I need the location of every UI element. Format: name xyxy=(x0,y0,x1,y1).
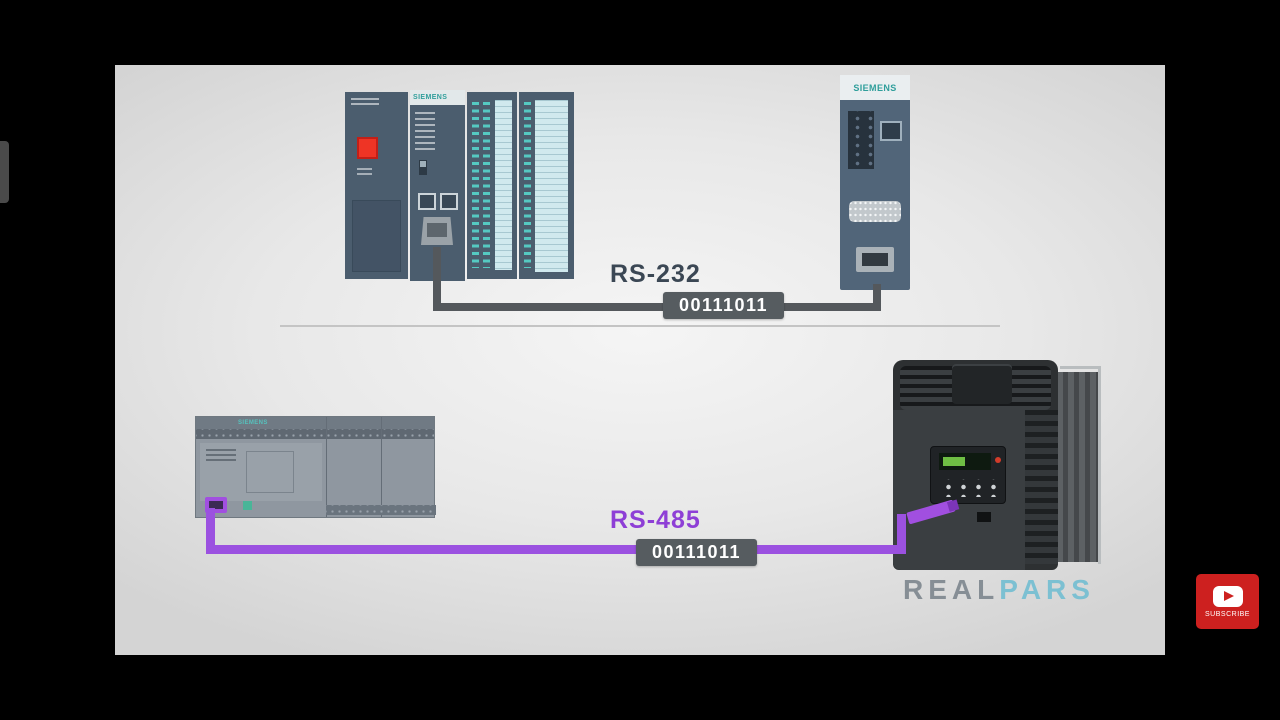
plc-io-module-1 xyxy=(467,92,517,279)
cpu-front-face xyxy=(200,443,322,501)
rs485-protocol-label: RS-485 xyxy=(610,506,701,534)
vfd-handle xyxy=(952,364,1012,404)
rs232-cable-left-drop xyxy=(433,247,441,309)
profinet-port-2 xyxy=(440,193,458,210)
plc-top-strip: SIEMENS xyxy=(196,417,434,429)
rs485-cable-right-drop xyxy=(897,514,906,554)
serial-connector-db25 xyxy=(849,201,901,222)
red-indicator xyxy=(357,137,378,159)
subscribe-label: SUBSCRIBE xyxy=(1205,610,1250,618)
io-led-column xyxy=(483,102,490,268)
watermark-pars: PARS xyxy=(999,574,1095,605)
plc-cpu-module: SIEMENS xyxy=(410,90,465,281)
rs232-cable-run xyxy=(433,303,881,311)
rs232-cable-right-drop xyxy=(873,284,881,311)
module-inset-panel xyxy=(352,200,401,272)
plc-power-module xyxy=(345,92,408,279)
rs485-cable-left-drop xyxy=(206,508,215,554)
left-edge-tab xyxy=(0,141,9,203)
section-divider xyxy=(280,325,1000,327)
io-label-strip xyxy=(495,100,512,270)
siemens-logo-text: SIEMENS xyxy=(853,82,897,93)
plc-rack-s7-1500: SIEMENS xyxy=(345,90,574,281)
io-led-column xyxy=(472,102,479,268)
mode-switch xyxy=(419,160,427,175)
module-separator xyxy=(381,417,382,517)
module-label-text xyxy=(351,98,379,108)
cpu-label-text xyxy=(206,449,236,463)
realpars-watermark: REALPARS xyxy=(903,574,1095,606)
cpu-led-list xyxy=(415,112,435,154)
watermark-real: REAL xyxy=(903,574,1000,605)
module-marks xyxy=(357,168,372,177)
terminal-row-bottom xyxy=(326,505,436,515)
vfd-mounting-bracket xyxy=(1060,366,1101,369)
ethernet-port xyxy=(880,121,902,141)
terminal-row-top xyxy=(196,429,434,439)
status-led xyxy=(243,501,252,510)
module-separator xyxy=(326,417,327,517)
rs485-data-byte-badge: 00111011 xyxy=(636,539,757,566)
vfd-display-screen xyxy=(939,453,991,470)
io-led-column xyxy=(524,102,531,268)
siemens-comm-module: SIEMENS xyxy=(840,75,910,290)
terminal-pin-block xyxy=(848,111,874,169)
vfd-mounting-bracket xyxy=(1098,368,1101,564)
vfd-side-vents xyxy=(1025,410,1058,564)
vfd-drive xyxy=(893,360,1058,570)
plc-s7-1200: SIEMENS xyxy=(195,416,436,518)
io-label-strip xyxy=(535,100,568,272)
profinet-port-1 xyxy=(418,193,436,210)
vfd-keypad-buttons xyxy=(939,479,999,497)
rs485-cable-run xyxy=(206,545,906,554)
vfd-heatsink-fins xyxy=(1052,372,1100,562)
youtube-play-icon xyxy=(1212,585,1243,607)
rs232-protocol-label: RS-232 xyxy=(610,260,701,288)
vfd-fault-led xyxy=(995,457,1001,463)
cable-connector xyxy=(856,247,894,272)
plc-io-module-2 xyxy=(519,92,574,279)
rs232-data-byte-badge: 00111011 xyxy=(663,292,784,319)
cpu-header: SIEMENS xyxy=(410,90,465,105)
vfd-control-panel xyxy=(930,446,1006,504)
serial-connector-db9 xyxy=(421,217,453,245)
cpu-frame xyxy=(246,451,294,493)
siemens-logo-text: SIEMENS xyxy=(413,94,448,101)
vfd-comm-port xyxy=(977,512,991,522)
siemens-logo-text: SIEMENS xyxy=(238,420,268,426)
comm-header: SIEMENS xyxy=(840,75,910,100)
subscribe-button[interactable]: SUBSCRIBE xyxy=(1196,574,1259,629)
